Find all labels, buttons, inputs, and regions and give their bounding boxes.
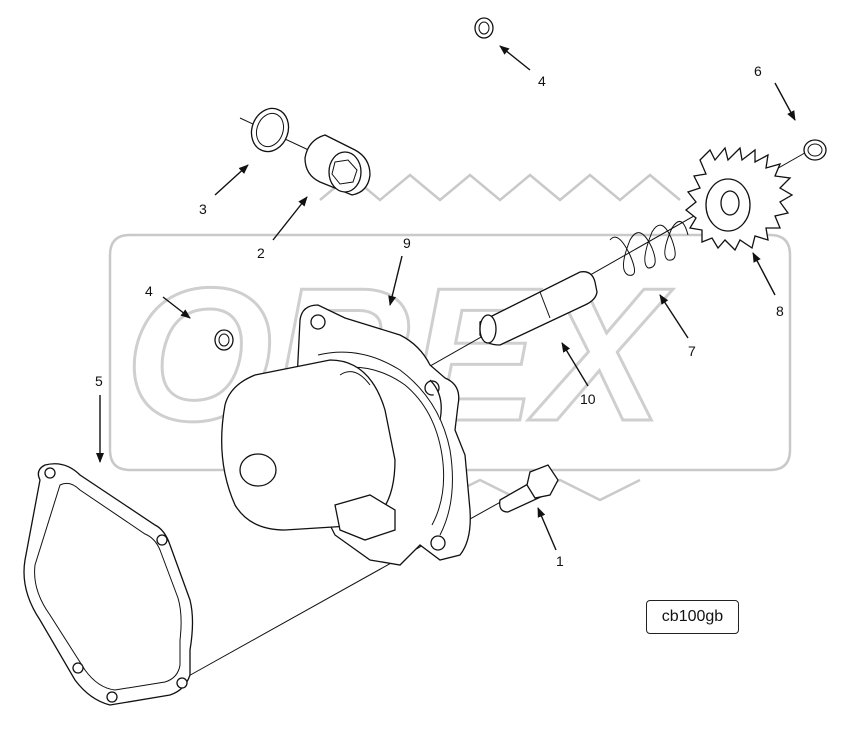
callout-arrow-4a bbox=[499, 45, 531, 71]
snap-ring bbox=[803, 139, 827, 161]
callout-arrow-6 bbox=[774, 82, 796, 121]
callout-arrow-9 bbox=[388, 255, 403, 306]
pipe-plug-left bbox=[214, 329, 234, 351]
gear bbox=[684, 146, 794, 252]
gasket-axis-line bbox=[184, 479, 541, 679]
callout-label-1: 1 bbox=[556, 553, 564, 569]
spring bbox=[609, 220, 689, 276]
callout-label-3: 3 bbox=[199, 201, 207, 217]
callout-label-9: 9 bbox=[403, 235, 411, 251]
callout-label-10: 10 bbox=[580, 391, 596, 407]
callout-arrow-2 bbox=[272, 196, 308, 241]
capscrew bbox=[499, 464, 559, 513]
callout-label-5: 5 bbox=[95, 373, 103, 389]
o-ring-inner bbox=[255, 112, 285, 148]
callout-label-4a: 4 bbox=[538, 73, 546, 89]
pipe-plug-top bbox=[474, 17, 494, 39]
callout-label-4b: 4 bbox=[145, 283, 153, 299]
gasket bbox=[23, 463, 194, 706]
shaft bbox=[479, 271, 598, 346]
callout-arrow-4b bbox=[162, 296, 191, 319]
housing bbox=[221, 304, 471, 566]
callout-label-7: 7 bbox=[688, 343, 696, 359]
callout-arrow-1 bbox=[537, 507, 557, 551]
callout-label-8: 8 bbox=[776, 303, 784, 319]
callout-label-2: 2 bbox=[257, 245, 265, 261]
snap-ring-inner bbox=[807, 143, 823, 157]
callout-arrow-7 bbox=[659, 294, 689, 339]
o-ring bbox=[250, 107, 290, 153]
callout-arrow-8 bbox=[752, 252, 776, 296]
callout-label-6: 6 bbox=[754, 63, 762, 79]
callout-arrow-10 bbox=[561, 342, 589, 387]
diagram-reference-code: cb100gb bbox=[646, 600, 739, 634]
callout-arrow-3 bbox=[214, 164, 249, 196]
plug bbox=[304, 134, 371, 196]
